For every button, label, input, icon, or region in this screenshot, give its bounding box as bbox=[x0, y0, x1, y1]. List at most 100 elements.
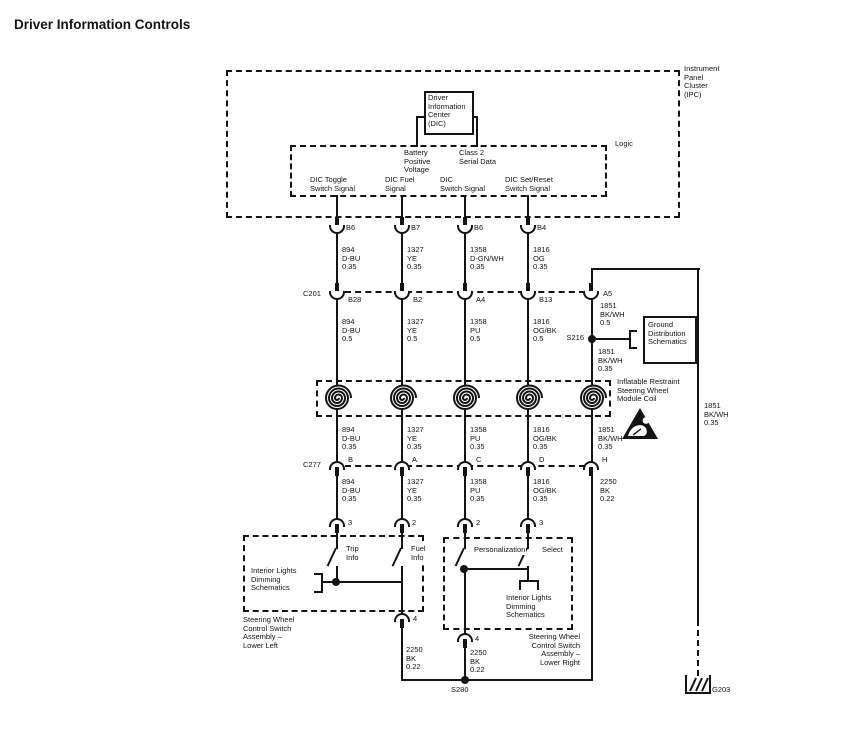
wire-segment bbox=[476, 116, 478, 147]
wire-label: 1358 PU 0.35 bbox=[470, 477, 487, 504]
splice-label: S280 bbox=[451, 685, 469, 694]
pin-label: D bbox=[538, 455, 546, 465]
terminal-pin bbox=[526, 283, 530, 292]
signal-label-dic-setreset: DIC Set/Reset Switch Signal bbox=[504, 175, 554, 194]
wire-segment bbox=[527, 532, 529, 549]
reference-bracket bbox=[537, 580, 539, 590]
wire-segment bbox=[417, 116, 425, 118]
wire-label: 1851 BK/WH 0.35 bbox=[598, 425, 623, 452]
wire-label: 1358 PU 0.35 bbox=[470, 425, 487, 452]
pin-label: 2 bbox=[411, 518, 418, 528]
pin-label: 2 bbox=[475, 518, 482, 528]
junction-dot bbox=[332, 578, 340, 586]
logic-box bbox=[290, 145, 607, 197]
coil-icon bbox=[389, 384, 417, 410]
wire-label: 1358 D-GN/WH 0.35 bbox=[470, 245, 504, 272]
battery-voltage-label: Battery Positive Voltage bbox=[403, 148, 432, 175]
terminal-pin bbox=[400, 524, 404, 533]
splice-label: S216 bbox=[566, 333, 584, 342]
dimming-reference-label: Interior Lights Dimming Schematics bbox=[505, 593, 553, 620]
pin-label: B4 bbox=[537, 223, 547, 232]
connector-cup bbox=[329, 518, 345, 527]
connector-label: C277 bbox=[303, 460, 321, 469]
wire-segment bbox=[591, 268, 593, 285]
pin-label: 4 bbox=[412, 614, 419, 624]
junction-dot bbox=[460, 565, 468, 573]
ground-symbol-icon bbox=[685, 675, 711, 694]
wire-segment bbox=[464, 532, 466, 549]
wire-label: 1851 BK/WH 0.5 bbox=[600, 301, 625, 328]
connector-cup bbox=[329, 461, 345, 470]
wire-segment bbox=[401, 234, 403, 285]
wire-segment bbox=[336, 474, 338, 520]
wire-segment bbox=[401, 474, 403, 520]
wire-label: 2250 BK 0.22 bbox=[406, 645, 423, 672]
pin-label: B7 bbox=[411, 223, 421, 232]
wire-label: 894 D-BU 0.35 bbox=[342, 425, 361, 452]
terminal-pin bbox=[400, 283, 404, 292]
wire-segment bbox=[416, 116, 418, 147]
pin-label: H bbox=[601, 455, 609, 465]
switch-label: Personalization bbox=[473, 545, 527, 555]
wire-segment bbox=[322, 581, 402, 583]
connector-cup bbox=[520, 518, 536, 527]
reference-bracket bbox=[519, 580, 521, 590]
connector-cup bbox=[520, 225, 536, 234]
wire-label: 1816 OG/BK 0.5 bbox=[533, 317, 557, 344]
pin-label: B28 bbox=[347, 295, 363, 305]
connector-cup bbox=[457, 518, 473, 527]
connector-cup bbox=[520, 461, 536, 470]
coil-icon bbox=[324, 384, 352, 410]
wire-segment bbox=[697, 268, 699, 620]
terminal-pin bbox=[526, 524, 530, 533]
wire-segment bbox=[527, 474, 529, 520]
wire-segment bbox=[401, 679, 593, 681]
coil-icon bbox=[579, 384, 607, 410]
splice-dot bbox=[461, 676, 469, 684]
switch-label: Fuel Info bbox=[410, 544, 427, 563]
ground-distribution-box bbox=[643, 316, 697, 364]
logic-label: Logic bbox=[615, 139, 633, 148]
terminal-pin bbox=[589, 283, 593, 292]
dic-box-label: Driver Information Center (DIC) bbox=[428, 93, 466, 128]
terminal-pin bbox=[335, 283, 339, 292]
coil-icon bbox=[452, 384, 480, 410]
connector-cup bbox=[394, 518, 410, 527]
reference-bracket bbox=[314, 591, 322, 593]
wire-segment bbox=[401, 566, 403, 615]
wire-segment bbox=[591, 268, 700, 270]
wire-segment bbox=[401, 627, 403, 681]
wire-label: 1327 YE 0.35 bbox=[407, 477, 424, 504]
terminal-pin bbox=[463, 467, 467, 476]
terminal-pin bbox=[335, 217, 339, 226]
reference-bracket bbox=[629, 330, 637, 332]
wire-segment bbox=[591, 474, 593, 681]
right-switch-box bbox=[443, 537, 573, 630]
connector-cup bbox=[329, 225, 345, 234]
pin-label: 3 bbox=[538, 518, 545, 528]
wire-label: 2250 BK 0.22 bbox=[470, 648, 487, 675]
wire-segment bbox=[464, 568, 528, 570]
class2-serial-label: Class 2 Serial Data bbox=[458, 148, 498, 167]
wire-segment bbox=[336, 195, 338, 219]
wire-label: 1327 YE 0.35 bbox=[407, 425, 424, 452]
pin-label: B2 bbox=[412, 295, 424, 305]
terminal-pin bbox=[335, 467, 339, 476]
connector-cup bbox=[583, 461, 599, 470]
dic-box bbox=[424, 91, 474, 135]
terminal-pin bbox=[463, 217, 467, 226]
wire-segment bbox=[596, 338, 629, 340]
wire-label: 894 D-BU 0.35 bbox=[342, 477, 361, 504]
wire-segment bbox=[464, 234, 466, 285]
srs-warning-icon bbox=[622, 408, 658, 439]
connector-label: C201 bbox=[303, 289, 321, 298]
reference-bracket bbox=[629, 330, 631, 349]
reference-bracket bbox=[321, 573, 323, 593]
wire-label: 1358 PU 0.5 bbox=[470, 317, 487, 344]
pin-label: 4 bbox=[474, 634, 481, 644]
wire-segment bbox=[527, 234, 529, 285]
coil-icon bbox=[515, 384, 543, 410]
terminal-pin bbox=[400, 467, 404, 476]
signal-label-dic-switch: DIC Switch Signal bbox=[439, 175, 487, 194]
